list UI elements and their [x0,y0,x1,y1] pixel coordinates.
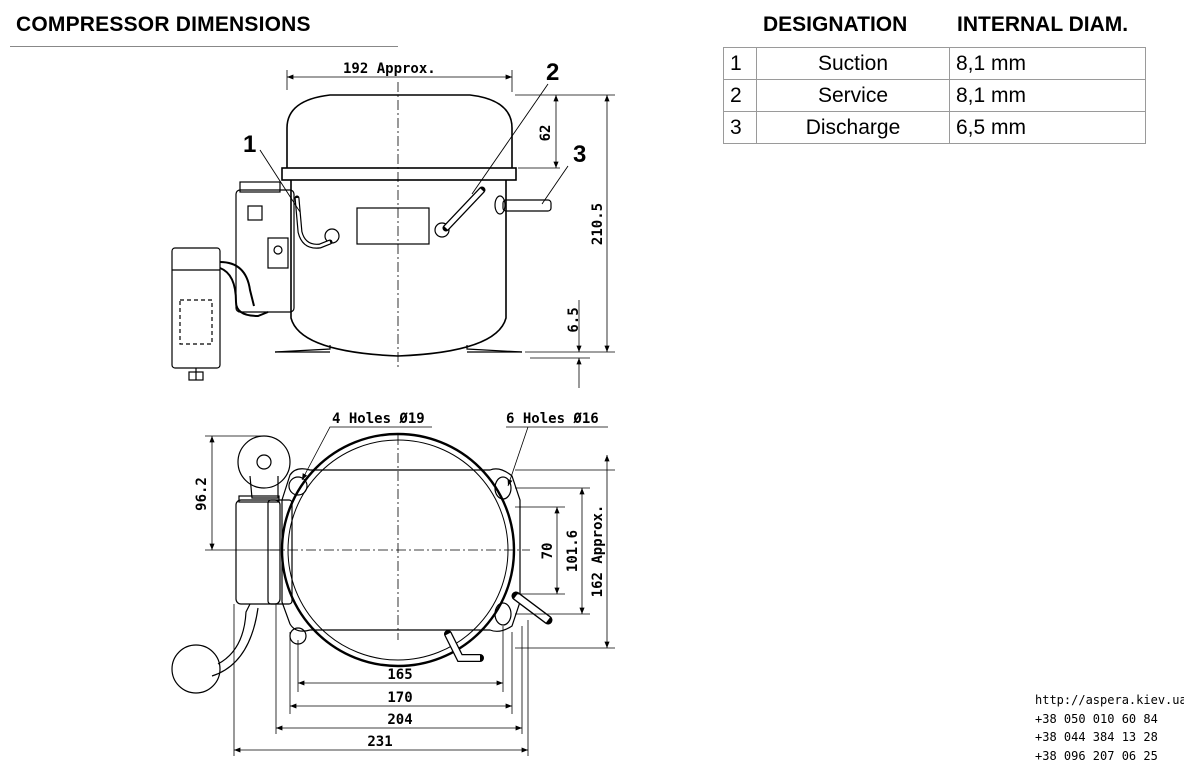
callout-2: 2 [546,59,559,86]
table-row: 1 Suction 8,1 mm [723,47,1146,80]
dim-162-approx: 162 Approx. [590,505,606,598]
table-row: 3 Discharge 6,5 mm [723,111,1146,144]
front-view [171,70,615,388]
callout-1: 1 [243,131,256,158]
row-number: 2 [723,79,757,112]
row-number: 1 [723,47,757,80]
row-designation: Suction [756,47,950,80]
row-diameter: 6,5 mm [949,111,1146,144]
dim-165: 165 [387,667,412,683]
dim-dome-62: 62 [538,125,554,142]
row-diameter: 8,1 mm [949,47,1146,80]
dim-170: 170 [387,690,412,706]
dim-foot-6-5: 6.5 [566,307,582,332]
dim-70: 70 [540,543,556,560]
top-view [171,426,615,756]
dim-204: 204 [387,712,412,728]
dim-101-6: 101.6 [565,530,581,572]
header-designation: DESIGNATION [763,13,908,36]
contact-url[interactable]: http://aspera.kiev.ua/ [1035,693,1184,707]
contact-phone: +38 050 010 60 84 [1035,711,1158,726]
holes-right-label: 6 Holes Ø16 [506,411,599,427]
holes-left-label: 4 Holes Ø19 [332,411,425,427]
dim-width-192: 192 Approx. [343,61,436,77]
callout-3: 3 [573,141,586,168]
row-designation: Discharge [756,111,950,144]
row-diameter: 8,1 mm [949,79,1146,112]
dim-height-210: 210.5 [590,203,606,245]
contact-phone: +38 096 207 06 25 [1035,748,1158,763]
dim-96-2: 96.2 [194,477,210,511]
header-internal-diam: INTERNAL DIAM. [957,13,1129,36]
row-designation: Service [756,79,950,112]
contact-block: http://aspera.kiev.ua/ +38 050 010 60 84… [1035,691,1184,765]
title-underline [10,46,398,47]
table-row: 2 Service 8,1 mm [723,79,1146,112]
contact-phone: +38 044 384 13 28 [1035,730,1158,744]
designation-table: 1 Suction 8,1 mm 2 Service 8,1 mm 3 Disc… [723,47,1146,144]
row-number: 3 [723,111,757,144]
dim-231: 231 [367,734,392,750]
page-title: COMPRESSOR DIMENSIONS [16,13,311,36]
